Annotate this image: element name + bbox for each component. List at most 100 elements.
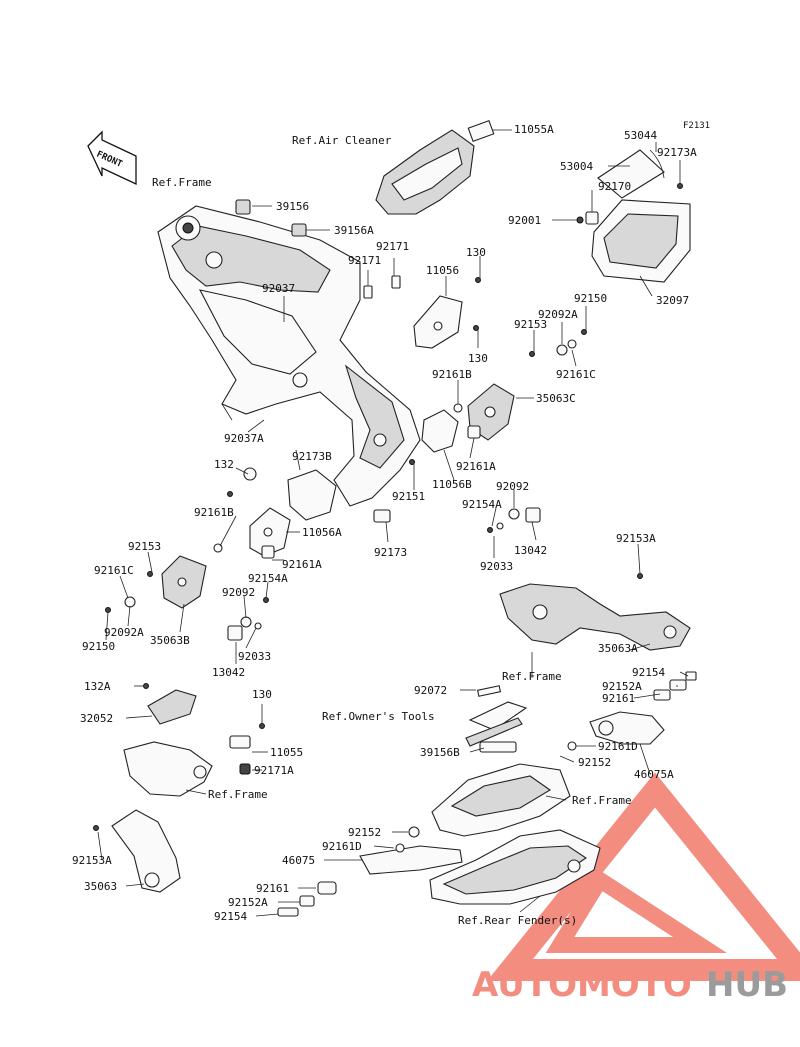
- label-92161B-a: 92161B: [432, 368, 472, 381]
- label-92033-a: 92033: [480, 560, 513, 573]
- label-39156B: 39156B: [420, 746, 460, 759]
- bracket-32052: [147, 689, 197, 725]
- watermark-text-secondary: HUB: [706, 965, 788, 1005]
- label-53004: 53004: [560, 160, 593, 173]
- footrest-46075A: [589, 711, 665, 745]
- label-13042-b: 13042: [212, 666, 245, 679]
- bracket-11056B: [421, 409, 459, 453]
- label-11056B: 11056B: [432, 478, 472, 491]
- label-92152A-a: 92152A: [602, 680, 642, 693]
- label-92161C-b: 92161C: [94, 564, 134, 577]
- label-92161-b: 92161: [256, 882, 289, 895]
- rear-fender: [429, 829, 601, 905]
- label-11055A: 11055A: [514, 123, 554, 136]
- label-92092A-b: 92092A: [104, 626, 144, 639]
- label-46075A: 46075A: [634, 768, 674, 781]
- label-92154A-b: 92154A: [248, 572, 288, 585]
- label-39156: 39156: [276, 200, 309, 213]
- label-92171-b: 92171: [348, 254, 381, 267]
- label-46075: 46075: [282, 854, 315, 867]
- label-35063B: 35063B: [150, 634, 190, 647]
- reference-labels: Ref.Air Cleaner Ref.Frame Ref.Frame Ref.…: [152, 134, 632, 927]
- footrest-46075: [317, 845, 463, 895]
- ref-frame-top: Ref.Frame: [152, 176, 212, 189]
- label-35063: 35063: [84, 880, 117, 893]
- label-92154-b: 92154: [214, 910, 247, 923]
- label-92173A: 92173A: [657, 146, 697, 159]
- bracket-11056A: [249, 507, 291, 557]
- label-92161A-a: 92161A: [456, 460, 496, 473]
- label-132A: 132A: [84, 680, 111, 693]
- label-92092A: 92092A: [538, 308, 578, 321]
- figure-code: F2131: [683, 121, 710, 131]
- ref-frame-right: Ref.Frame: [502, 670, 562, 683]
- label-92152-a: 92152: [578, 756, 611, 769]
- label-92150-a: 92150: [574, 292, 607, 305]
- front-arrow-shape: [87, 130, 137, 186]
- label-92161C-a: 92161C: [556, 368, 596, 381]
- left-footrest-bracket: [123, 741, 213, 797]
- main-frame: [157, 205, 421, 507]
- label-92161-a: 92161: [602, 692, 635, 705]
- label-92033-b: 92033: [238, 650, 271, 663]
- label-92161A-b: 92161A: [282, 558, 322, 571]
- label-92153A: 92153A: [616, 532, 656, 545]
- label-39156A: 39156A: [334, 224, 374, 237]
- label-35063C: 35063C: [536, 392, 576, 405]
- label-92154-a: 92154: [632, 666, 665, 679]
- label-92151: 92151: [392, 490, 425, 503]
- label-35063A: 35063A: [598, 642, 638, 655]
- label-92173B: 92173B: [292, 450, 332, 463]
- watermark-logo: AUTOMOTO HUB: [472, 772, 800, 1005]
- tool-kit: [465, 685, 528, 747]
- label-13042-a: 13042: [514, 544, 547, 557]
- label-92161D-b: 92161D: [322, 840, 362, 853]
- label-92170: 92170: [598, 180, 631, 193]
- label-92161D-a: 92161D: [598, 740, 638, 753]
- label-92173: 92173: [374, 546, 407, 559]
- label-11056A: 11056A: [302, 526, 342, 539]
- bracket-11056: [413, 295, 463, 349]
- label-92152A-b: 92152A: [228, 896, 268, 909]
- ref-air-cleaner: Ref.Air Cleaner: [292, 134, 392, 147]
- label-32097: 32097: [656, 294, 689, 307]
- label-92037: 92037: [262, 282, 295, 295]
- label-130-c: 130: [252, 688, 272, 701]
- watermark-text-primary: AUTOMOTO: [472, 965, 692, 1005]
- label-132: 132: [214, 458, 234, 471]
- label-92153-b: 92153: [128, 540, 161, 553]
- label-11055: 11055: [270, 746, 303, 759]
- air-cleaner-cover: [375, 119, 495, 215]
- bracket-35063B: [161, 555, 207, 609]
- watermark-triangle: [487, 772, 800, 981]
- label-92171-a: 92171: [376, 240, 409, 253]
- label-92150-b: 92150: [82, 640, 115, 653]
- label-32052: 32052: [80, 712, 113, 725]
- label-53044: 53044: [624, 129, 657, 142]
- label-92152-b: 92152: [348, 826, 381, 839]
- label-92153-a: 92153: [514, 318, 547, 331]
- battery-case: [576, 149, 691, 283]
- part-labels: 11055A 53044 92173A 53004 92170 92001 32…: [72, 123, 697, 923]
- label-92153A-2: 92153A: [72, 854, 112, 867]
- hardware: [93, 199, 697, 917]
- ref-rear-fender: Ref.Rear Fender(s): [458, 914, 577, 927]
- label-92092-b: 92092: [222, 586, 255, 599]
- label-92001: 92001: [508, 214, 541, 227]
- right-footrest-bracket-35063A: [499, 583, 691, 651]
- label-92171A: 92171A: [254, 764, 294, 777]
- label-92154A-a: 92154A: [462, 498, 502, 511]
- label-130-a: 130: [466, 246, 486, 259]
- front-arrow: FRONT: [87, 130, 137, 186]
- left-footpeg-35063: [111, 809, 181, 893]
- leader-lines: [97, 129, 689, 917]
- label-92161B-b: 92161B: [194, 506, 234, 519]
- frame-lower-left-mount: [287, 469, 337, 521]
- label-92037A: 92037A: [224, 432, 264, 445]
- label-92092-a: 92092: [496, 480, 529, 493]
- label-11056: 11056: [426, 264, 459, 277]
- ref-frame-left: Ref.Frame: [208, 788, 268, 801]
- label-92072: 92072: [414, 684, 447, 697]
